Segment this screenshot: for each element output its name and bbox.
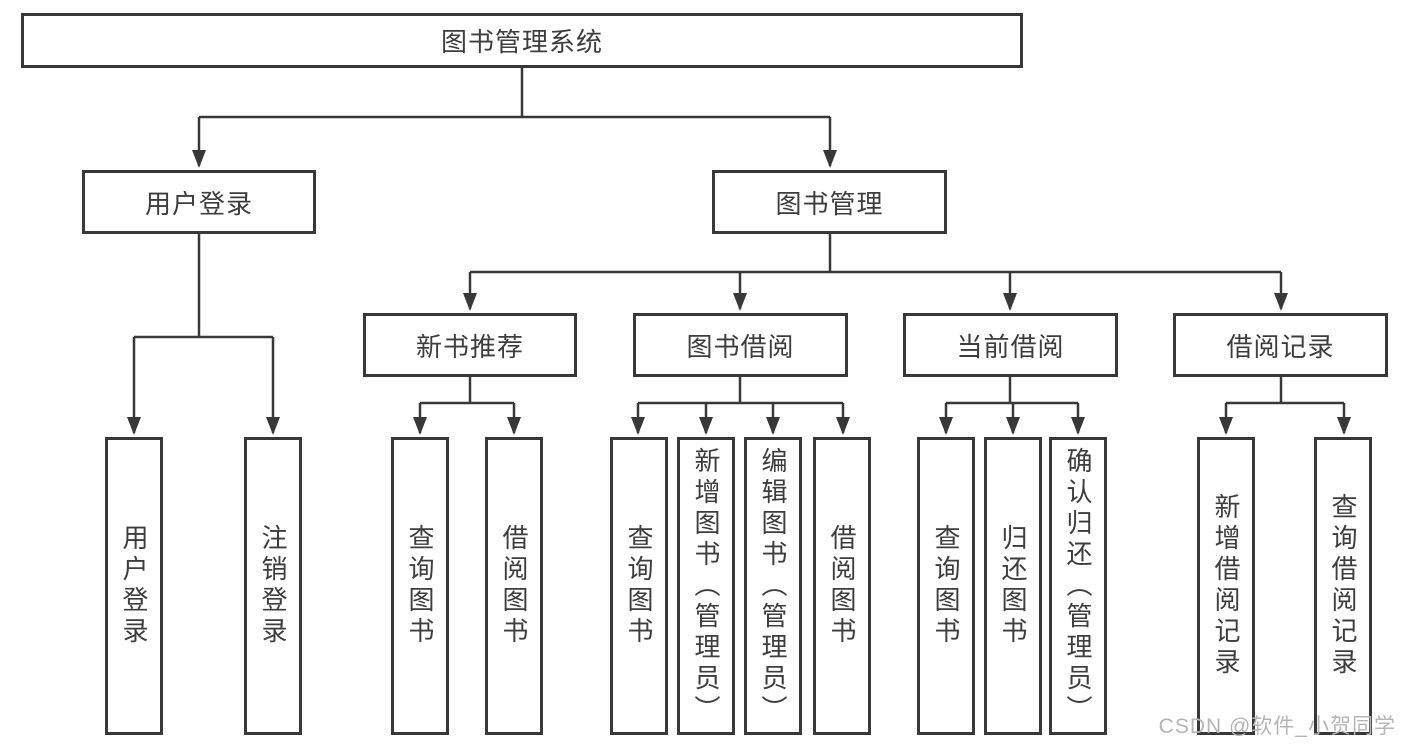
node-label: 新书推荐 xyxy=(415,331,524,362)
node-label: 图书管理 xyxy=(775,188,884,219)
leaf-add-borrow-record: 新增借阅记录 xyxy=(1197,437,1255,735)
node-current-borrowing: 当前借阅 xyxy=(903,313,1118,377)
node-label: 图书借阅 xyxy=(686,331,795,362)
leaf-confirm-return-admin: 确认归还（管理员） xyxy=(1049,437,1107,735)
node-label: 归还图书 xyxy=(998,524,1028,648)
leaf-borrow-books: 借阅图书 xyxy=(813,437,871,735)
node-label: 确认归还（管理员） xyxy=(1063,446,1093,726)
node-label: 查询图书 xyxy=(405,524,435,648)
leaf-query-borrow-record: 查询借阅记录 xyxy=(1314,437,1372,735)
leaf-logout: 注销登录 xyxy=(244,437,302,735)
node-label: 借阅记录 xyxy=(1226,331,1335,362)
node-book-borrowing: 图书借阅 xyxy=(633,313,848,377)
node-label: 注销登录 xyxy=(258,524,288,648)
node-label: 图书管理系统 xyxy=(440,27,603,57)
node-new-book-recommend: 新书推荐 xyxy=(363,313,577,377)
node-label: 借阅图书 xyxy=(827,524,857,648)
leaf-return-books: 归还图书 xyxy=(984,437,1042,735)
leaf-user-login: 用户登录 xyxy=(105,437,163,735)
node-label: 查询图书 xyxy=(624,524,654,648)
node-label: 用户登录 xyxy=(144,188,253,219)
leaf-query-books-borrow: 查询图书 xyxy=(610,437,668,735)
node-label: 当前借阅 xyxy=(956,331,1065,362)
node-label: 新增借阅记录 xyxy=(1211,493,1241,679)
csdn-watermark: CSDN @软件_小贺同学 xyxy=(1158,715,1396,738)
node-label: 编辑图书（管理员） xyxy=(758,446,788,726)
node-label: 新增图书（管理员） xyxy=(691,446,721,726)
node-label: 用户登录 xyxy=(119,524,149,648)
node-label: 查询图书 xyxy=(931,524,961,648)
leaf-borrow-books-recommend: 借阅图书 xyxy=(485,437,543,735)
leaf-edit-books-admin: 编辑图书（管理员） xyxy=(744,437,802,735)
leaf-query-books-current: 查询图书 xyxy=(917,437,975,735)
leaf-add-books-admin: 新增图书（管理员） xyxy=(677,437,735,735)
node-label: 借阅图书 xyxy=(499,524,529,648)
node-label: 查询借阅记录 xyxy=(1328,493,1358,679)
node-borrowing-records: 借阅记录 xyxy=(1173,313,1388,377)
node-user-login: 用户登录 xyxy=(82,170,316,234)
leaf-query-books-recommend: 查询图书 xyxy=(391,437,449,735)
node-library-management-system: 图书管理系统 xyxy=(21,13,1023,68)
node-book-management: 图书管理 xyxy=(712,170,947,234)
